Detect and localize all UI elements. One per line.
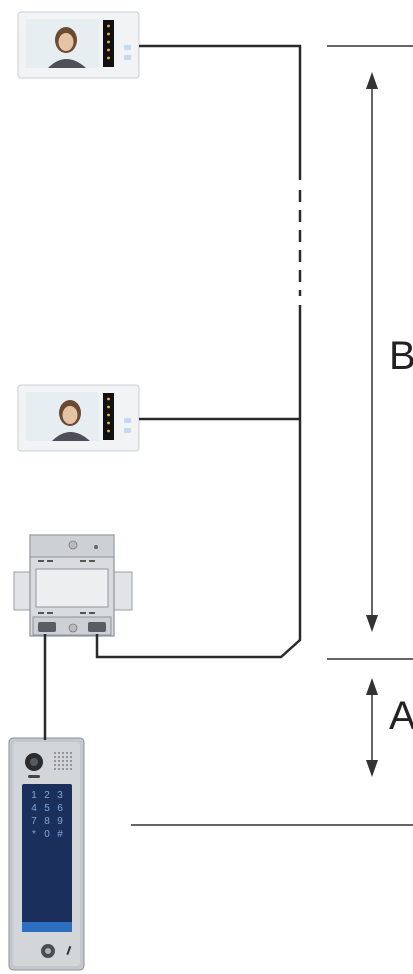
- monitor-bottom: [17, 384, 140, 452]
- keypad-key-8: 8: [44, 816, 50, 827]
- arrow-b-bottom: [366, 615, 378, 632]
- monitor-bottom-person-image: [26, 392, 99, 441]
- dimension-arrowheads: [366, 72, 378, 777]
- monitor-top-control-strip: [103, 20, 114, 67]
- dimension-b-label: B: [389, 334, 413, 378]
- keypad-key-3: 3: [57, 790, 63, 801]
- keypad-key-1: 1: [31, 790, 37, 801]
- arrow-b-top: [366, 72, 378, 89]
- keypad-key-#: #: [57, 829, 63, 840]
- arrow-a-bottom: [366, 760, 378, 777]
- monitor-top: [17, 11, 140, 79]
- keypad-key-9: 9: [57, 816, 63, 827]
- wire-top-monitor: [139, 44, 302, 180]
- dimension-lines: [131, 45, 413, 826]
- keypad-key-6: 6: [57, 803, 63, 814]
- keypad-key-0: 0: [44, 829, 50, 840]
- wiring: [43, 44, 302, 740]
- keypad-key-7: 7: [31, 816, 37, 827]
- wire-main-riser: [95, 305, 302, 659]
- door-station-keypad: [22, 784, 72, 932]
- keypad-key-4: 4: [31, 803, 37, 814]
- dimension-a-label: A: [389, 694, 413, 738]
- keypad-key-2: 2: [44, 790, 50, 801]
- door-station-speaker-grille: [54, 752, 72, 770]
- keypad-key-5: 5: [44, 803, 50, 814]
- distributor-module: [13, 534, 133, 637]
- monitor-top-person-image: [26, 19, 99, 68]
- arrow-a-top: [366, 678, 378, 695]
- keypad-key-*: *: [32, 829, 36, 840]
- monitor-bottom-control-strip: [103, 393, 114, 440]
